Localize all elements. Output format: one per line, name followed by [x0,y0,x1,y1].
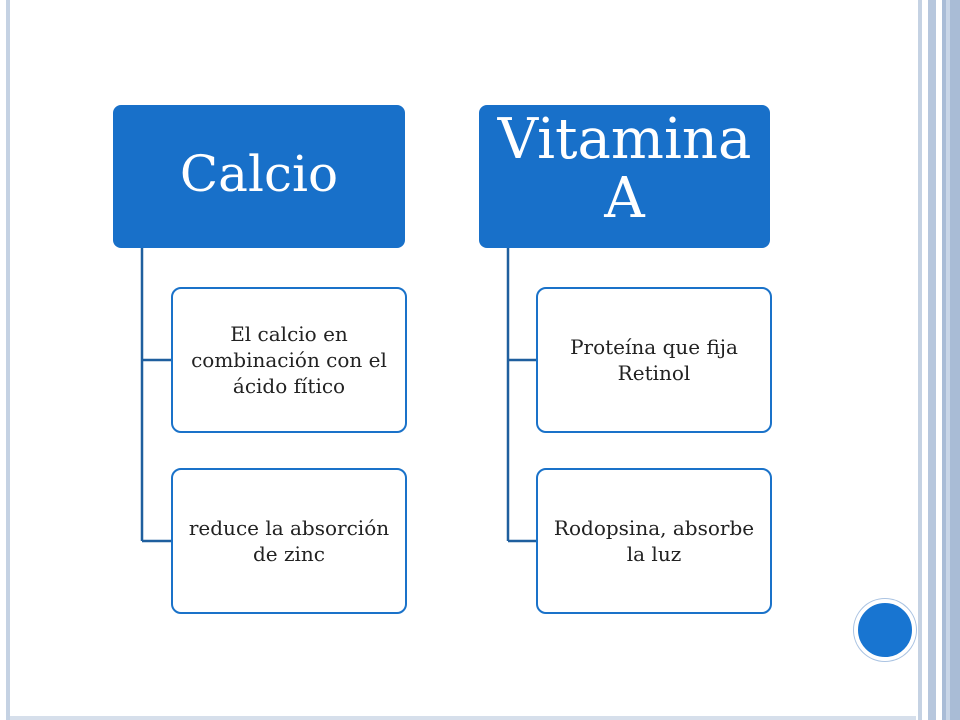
vitamina-a-item-text: Rodopsina, absorbe la luz [553,516,755,566]
slide-frame-left [6,0,10,720]
calcio-item-text: reduce la absorción de zinc [188,516,390,566]
decorative-circle [854,599,916,661]
calcio-item-text: El calcio en combinación con el ácido fí… [191,322,387,398]
slide-frame-right-band [928,0,936,720]
calcio-item-box: El calcio en combinación con el ácido fí… [171,287,407,433]
slide-frame-bottom [10,716,916,720]
calcio-item-box: reduce la absorción de zinc [171,468,407,614]
slide-frame-right-highlight [946,0,950,720]
vitamina-a-item-box: Rodopsina, absorbe la luz [536,468,772,614]
vitamina-a-header-box: Vitamina A [479,105,770,248]
calcio-title: Calcio [179,145,339,204]
vitamina-a-item-box: Proteína que fija Retinol [536,287,772,433]
slide-frame-right-line [918,0,922,720]
vitamina-a-title: Vitamina A [497,106,752,231]
calcio-header-box: Calcio [113,105,405,248]
vitamina-a-item-text: Proteína que fija Retinol [570,335,738,385]
